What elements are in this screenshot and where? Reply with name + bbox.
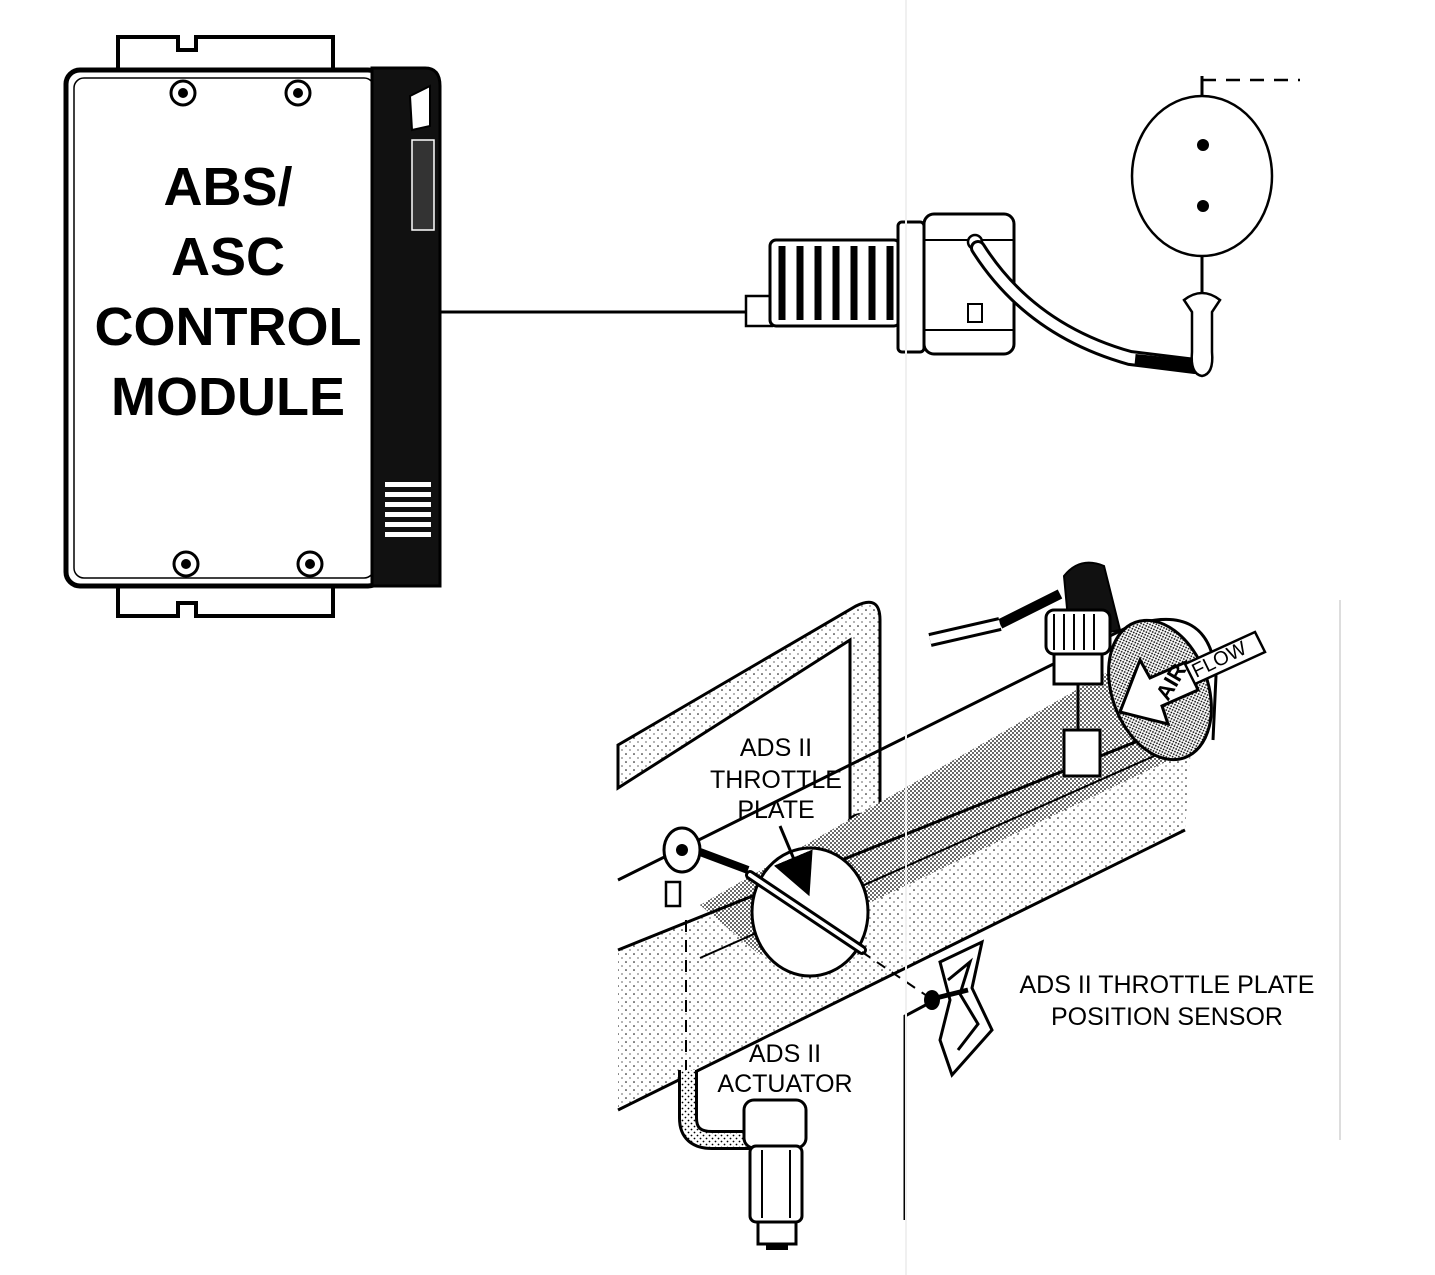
- module-connector-latch: [408, 84, 431, 132]
- sensor-connector: [744, 212, 1203, 374]
- throttle-plate-callout-arrow: [773, 825, 813, 897]
- round-sensor-disc: [1130, 94, 1274, 258]
- duct-lower-face: [618, 731, 1191, 1110]
- flow-tab: [1183, 630, 1267, 686]
- connector-collar: [896, 220, 926, 354]
- throttle-plate-label-line-1: ADS II: [740, 734, 812, 762]
- module-label-line-2: ASC: [171, 227, 285, 287]
- module-label-line-1: ABS/: [163, 157, 292, 217]
- flow-label: FLOW: [1189, 637, 1251, 682]
- actuator: [678, 1070, 808, 1250]
- actuator-label: ADS II ACTUATOR: [717, 1040, 852, 1098]
- position-sensor-label: ADS II THROTTLE PLATE POSITION SENSOR: [1020, 971, 1315, 1031]
- sensor-alignment-line: [861, 951, 931, 999]
- module-screw-top-left: [169, 79, 197, 107]
- throttle-plate-label-line-3: PLATE: [737, 796, 814, 824]
- actuator-cap: [742, 1098, 808, 1150]
- actuator-label-line-1: ADS II: [749, 1040, 821, 1068]
- control-module: ABS/ ASC CONTROL MODULE: [63, 35, 442, 618]
- actuator-body: [748, 1144, 804, 1224]
- module-label-line-3: CONTROL: [95, 297, 362, 357]
- module-bottom-bracket: [116, 580, 335, 618]
- mounting-bracket-line: [903, 998, 936, 1220]
- module-connector-slot: [411, 139, 435, 231]
- module-screw-top-right: [284, 79, 312, 107]
- actuator-label-line-2: ACTUATOR: [717, 1070, 852, 1098]
- module-screw-bottom-left: [172, 550, 200, 578]
- module-label-line-4: MODULE: [111, 367, 345, 427]
- module-top-bracket: [116, 35, 335, 75]
- round-sensor: [1130, 76, 1300, 378]
- position-sensor-label-line-1: ADS II THROTTLE PLATE: [1020, 971, 1315, 999]
- module-vent-grille: [385, 482, 431, 537]
- round-sensor-clip: [1182, 291, 1222, 378]
- airflow-sensor: [928, 561, 1122, 778]
- connector-ribs: [778, 246, 894, 320]
- position-sensor-label-line-2: POSITION SENSOR: [1051, 1003, 1283, 1031]
- module-screw-bottom-right: [296, 550, 324, 578]
- position-sensor: [924, 939, 994, 1078]
- throttle-plate-label: ADS II THROTTLE PLATE: [710, 734, 842, 824]
- throttle-plate-label-line-2: THROTTLE: [710, 766, 842, 794]
